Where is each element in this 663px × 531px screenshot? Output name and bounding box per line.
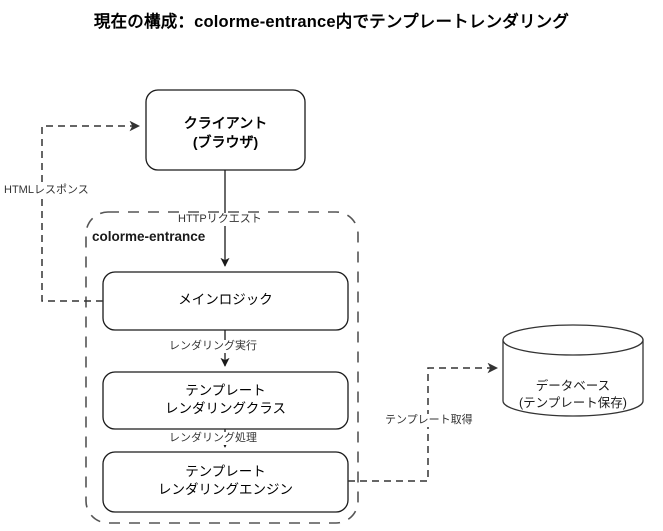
node-render-engine-shape[interactable] <box>102 451 349 513</box>
node-main-logic-shape[interactable] <box>102 271 349 331</box>
edge-html-response <box>41 120 141 302</box>
edge-label-html-response: HTMLレスポンス <box>2 184 91 198</box>
edge-label-template-fetch: テンプレート取得 <box>383 414 475 428</box>
edge-label-http-request: HTTPリクエスト <box>176 213 264 227</box>
group-label-colorme-entrance: colorme-entrance <box>92 229 206 244</box>
node-database-shape[interactable] <box>502 324 644 417</box>
node-render-class-shape[interactable] <box>102 371 349 430</box>
edge-label-render-exec: レンダリング実行 <box>167 340 259 354</box>
edge-label-render-process: レンダリング処理 <box>167 432 259 446</box>
node-client-shape[interactable] <box>145 89 306 171</box>
page-title: 現在の構成：colorme-entrance内でテンプレートレンダリング <box>93 13 570 31</box>
